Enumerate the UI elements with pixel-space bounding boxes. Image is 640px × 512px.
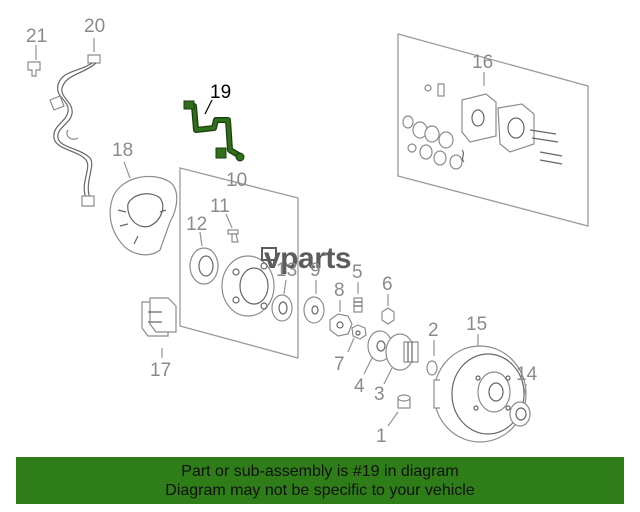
callout-3: 3: [374, 384, 385, 405]
part-6-nut[interactable]: [381, 294, 395, 325]
part-20-abs-sensor-wire[interactable]: [49, 38, 101, 207]
part-3-drive-flange[interactable]: [383, 333, 419, 385]
callout-4: 4: [354, 376, 365, 397]
callout-7: 7: [334, 354, 345, 375]
part-11-hub-bolt[interactable]: [225, 213, 239, 243]
part-17-brake-pads[interactable]: [141, 297, 177, 358]
callout-9: 9: [310, 260, 321, 281]
callout-13: 13: [276, 260, 297, 281]
part-5-stud[interactable]: [353, 282, 363, 313]
banner-line-part-number: Part or sub-assembly is #19 in diagram: [181, 463, 459, 480]
callout-17: 17: [150, 360, 171, 381]
part-8-lock-nut[interactable]: [329, 300, 353, 337]
callout-21: 21: [26, 26, 47, 47]
callout-15: 15: [466, 314, 487, 335]
callout-8: 8: [334, 280, 345, 301]
part-21-clip[interactable]: [27, 45, 41, 77]
part-12-inner-bearing[interactable]: [189, 231, 219, 285]
callout-18: 18: [112, 140, 133, 161]
vparts-watermark: vparts: [261, 242, 352, 275]
part-7-nut[interactable]: [347, 324, 367, 353]
part-1-cap[interactable]: [387, 394, 411, 427]
part-13-outer-bearing[interactable]: [271, 279, 293, 322]
info-banner: Part or sub-assembly is #19 in diagram D…: [16, 457, 624, 504]
part-9-washer[interactable]: [303, 280, 325, 324]
callout-14: 14: [516, 364, 538, 385]
watermark-text: vparts: [264, 242, 351, 275]
part-18-dust-shield[interactable]: [109, 161, 178, 256]
callout-10: 10: [226, 170, 247, 191]
callout-12: 12: [186, 214, 207, 235]
part-15-brake-rotor[interactable]: [433, 334, 527, 443]
callout-20: 20: [84, 16, 105, 37]
part-19-brake-hose[interactable]: [183, 99, 245, 162]
callout-2: 2: [428, 320, 439, 341]
hub-body[interactable]: [221, 255, 275, 317]
callout-19: 19: [210, 82, 231, 103]
callout-16: 16: [472, 52, 493, 73]
part-2-snap-ring[interactable]: [426, 340, 438, 376]
callout-1: 1: [376, 426, 387, 447]
banner-line-disclaimer: Diagram may not be specific to your vehi…: [165, 482, 475, 499]
part-16-caliper-kit[interactable]: [397, 33, 589, 227]
callout-11: 11: [210, 196, 230, 217]
callout-5: 5: [352, 262, 363, 283]
part-10-hub-panel: [179, 167, 299, 359]
callout-6: 6: [382, 274, 393, 295]
part-14-seal[interactable]: [509, 383, 531, 427]
